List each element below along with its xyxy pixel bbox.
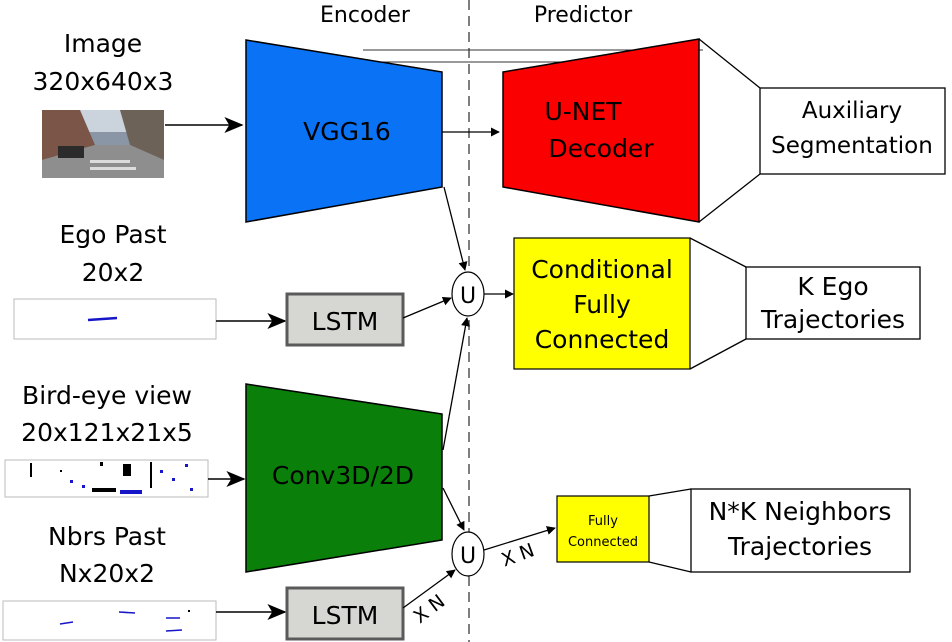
lstm-ego-block — [285, 292, 405, 347]
conv-to-union-bottom-arrow — [442, 487, 465, 531]
auxiliary-segmentation-box — [759, 87, 946, 175]
nbrs-output-line1: N*K Neighbors — [709, 497, 892, 526]
cfc-to-ego-projection — [689, 338, 747, 370]
vgg-to-union-top-arrow — [443, 186, 468, 271]
conv-to-union-top-arrow — [442, 317, 470, 451]
predictor-header: Predictor — [534, 3, 633, 28]
vgg16-block — [245, 39, 443, 223]
bird-eye-label: Bird-eye view — [22, 381, 192, 410]
ego-output-line2: Trajectories — [760, 305, 905, 334]
nbrs-past-size-label: Nx20x2 — [59, 559, 155, 588]
union-node-bottom — [451, 531, 485, 577]
lstm-nbrs-repeat-label: X N — [409, 590, 449, 628]
neighbors-trajectories-box — [690, 488, 911, 573]
nbrs-past-plot — [2, 600, 217, 641]
fully-connected-block — [556, 495, 650, 563]
fc-to-nbrs-projection — [648, 561, 692, 573]
conv3d-block — [245, 383, 443, 573]
lstm-ego-label: LSTM — [312, 307, 379, 336]
unet-to-aux-projection — [698, 38, 761, 89]
lstm-nbrs-to-union-bottom-arrow — [402, 569, 456, 609]
conv3d-label: Conv3D/2D — [272, 461, 414, 490]
conditional-fc-block — [513, 237, 691, 370]
ego-output-line1: K Ego — [797, 272, 868, 301]
cfc-label-line3: Connected — [535, 325, 670, 354]
image-size-label: 320x640x3 — [33, 67, 174, 96]
aux-label-line1: Auxiliary — [802, 98, 902, 124]
union-top-label: U — [460, 284, 476, 309]
street-image-thumbnail — [42, 110, 164, 178]
unet-label-line1: U-NET — [544, 97, 622, 126]
fc-to-nbrs-projection — [648, 488, 692, 497]
union-bottom-to-fc-arrow — [483, 526, 556, 551]
unet-label-line2: Decoder — [548, 134, 654, 163]
cfc-label-line1: Conditional — [531, 255, 673, 284]
nbrs-past-label: Nbrs Past — [48, 522, 166, 551]
encoder-header: Encoder — [320, 3, 411, 28]
unet-to-aux-projection — [698, 173, 761, 223]
image-label: Image — [64, 29, 142, 58]
fc-label-line2: Connected — [568, 535, 638, 550]
union-bottom-label: U — [460, 544, 476, 569]
bird-eye-plot — [4, 459, 209, 498]
lstm-ego-to-union-top-arrow — [402, 296, 452, 319]
cfc-label-line2: Fully — [573, 290, 631, 319]
vgg16-label: VGG16 — [303, 117, 391, 146]
aux-label-line2: Segmentation — [771, 133, 933, 159]
ego-past-label: Ego Past — [59, 220, 166, 249]
nbrs-output-line2: Trajectories — [727, 532, 872, 561]
lstm-nbrs-block — [285, 586, 405, 641]
unet-decoder-block — [502, 38, 700, 223]
ego-past-size-label: 20x2 — [82, 258, 145, 287]
lstm-nbrs-label: LSTM — [312, 601, 379, 630]
cfc-to-ego-projection — [689, 237, 747, 268]
bird-eye-size-label: 20x121x21x5 — [21, 418, 193, 447]
ego-trajectories-box — [745, 266, 921, 340]
ego-past-plot — [13, 298, 217, 340]
fc-label-line1: Fully — [588, 514, 618, 529]
